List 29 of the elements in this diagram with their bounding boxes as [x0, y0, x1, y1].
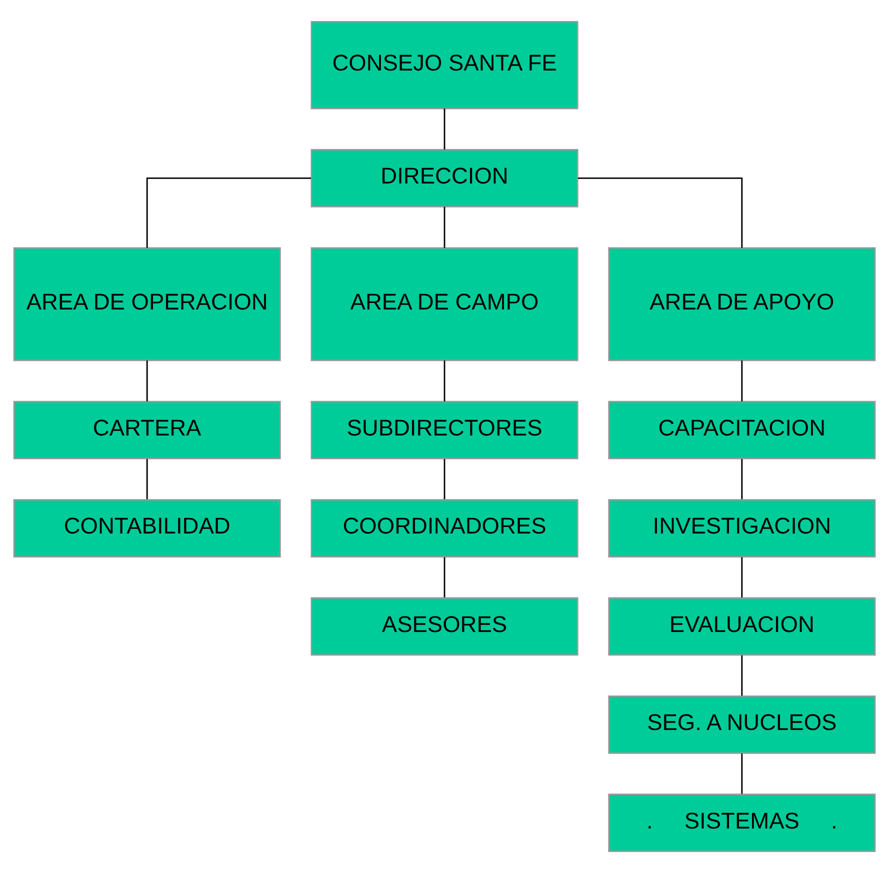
node-box: AREA DE CAMPO [310, 246, 578, 361]
node-box: SEG. A NUCLEOS [608, 694, 876, 754]
node-box: AREA DE OPERACION [13, 246, 281, 361]
node-box: CAPACITACION [608, 400, 876, 459]
node-box: COORDINADORES [310, 498, 578, 557]
connector [146, 360, 148, 401]
node-box: . SISTEMAS . [608, 793, 876, 852]
connector [578, 177, 743, 248]
connector [741, 360, 743, 401]
connector [444, 556, 446, 597]
node-box: CONSEJO SANTA FE [310, 20, 578, 109]
node-box: INVESTIGACION [608, 498, 876, 557]
connector [444, 360, 446, 401]
connector [741, 458, 743, 499]
connector [741, 556, 743, 597]
connector [741, 654, 743, 696]
node-box: CONTABILIDAD [13, 498, 281, 557]
node-box: AREA DE APOYO [608, 246, 876, 361]
connector [444, 108, 446, 149]
node-box: CARTERA [13, 400, 281, 459]
connector [444, 458, 446, 499]
connector [741, 753, 743, 794]
connector [444, 206, 446, 248]
connector [146, 177, 312, 248]
connector [146, 458, 148, 499]
node-box: ASESORES [310, 596, 578, 656]
node-box: EVALUACION [608, 596, 876, 656]
node-box: DIRECCION [310, 148, 578, 207]
node-box: SUBDIRECTORES [310, 400, 578, 459]
